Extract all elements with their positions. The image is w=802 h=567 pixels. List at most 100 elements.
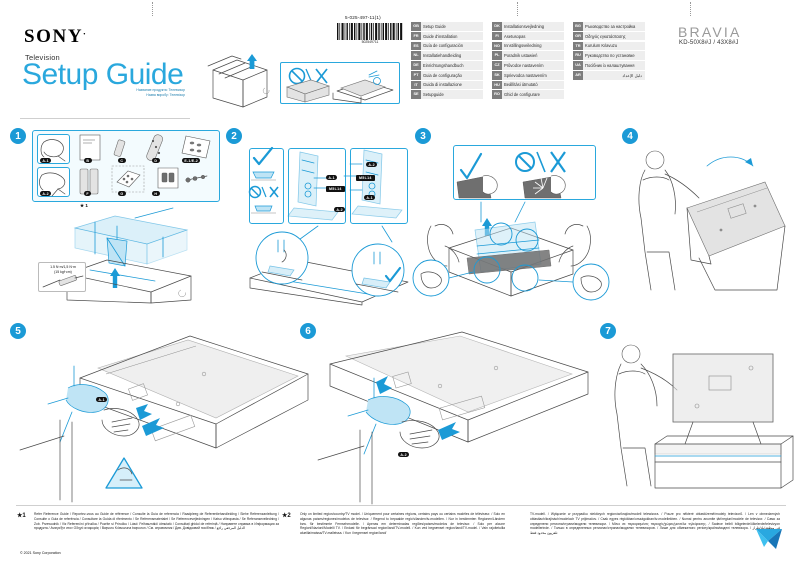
part-badge-a2: A-2: [40, 191, 52, 197]
sony-swoosh-logo: [754, 525, 784, 553]
language-name: Einrichtungshandbuch: [423, 62, 464, 68]
language-name: Setupguide: [423, 92, 444, 98]
language-code: DK: [492, 22, 502, 31]
unboxing-illustration: [205, 52, 275, 108]
language-name: Посібник із налаштування: [585, 62, 635, 68]
torque-line-1: 1.5 N·m/1,5 N·m: [50, 265, 76, 269]
language-name: Ghid de configurare: [504, 92, 540, 98]
footnote-2-marker: ★2: [282, 513, 291, 519]
language-name: Ръководство за настройка: [585, 23, 636, 29]
part-badge-c: C: [118, 158, 126, 164]
language-name: Guia de configuração: [423, 72, 462, 78]
step5-illustration: [19, 330, 310, 505]
language-code: RU: [573, 51, 583, 60]
language-name: Poradnik ustawień: [504, 53, 538, 59]
step2-screw-badge-left: M5L14: [326, 186, 345, 192]
footnote-1-marker: ★1: [17, 513, 26, 519]
language-name: Setup Guide: [423, 23, 446, 29]
language-name: Guide d'installation: [423, 33, 458, 39]
copyright-text: © 2021 Sony Corporation: [20, 551, 61, 555]
footer-divider: [16, 505, 786, 506]
step6-part-badge: A-2: [398, 452, 410, 458]
language-code: UA: [573, 61, 583, 70]
title-subtitle: Название продукта: Телевизор Назва вироб…: [75, 88, 185, 98]
step-badge-6: 6: [300, 323, 316, 339]
language-code: PT: [411, 70, 421, 80]
torque-spec-text: 1.5 N·m/1,5 N·m (15 kgf·cm): [39, 265, 87, 274]
part-badge-e: E-1/E-2: [182, 158, 201, 164]
step5-part-badge: A-1: [96, 397, 108, 403]
barcode-number: 502549711: [361, 40, 379, 44]
step1-accessory-illustrations: [32, 130, 220, 202]
language-code: GB: [411, 22, 421, 31]
step3-illustrations: [412, 130, 610, 308]
carton-handling-warning: [280, 62, 400, 104]
language-code: PL: [492, 51, 502, 60]
part-badge-d: D: [152, 158, 160, 164]
language-code: BG: [573, 22, 583, 31]
step-badge-2: 2: [226, 128, 242, 144]
language-code: ES: [411, 41, 421, 51]
step-badge-5: 5: [10, 323, 26, 339]
subtitle-ru: Название продукта: Телевизор: [136, 88, 185, 92]
step2-illustrations: [226, 130, 412, 306]
step1-carton-illustration: [55, 207, 200, 304]
language-code: GR: [573, 31, 583, 41]
step4-illustration: [625, 140, 790, 305]
language-name: دليل الإعداد: [622, 72, 642, 78]
language-code: SE: [411, 90, 421, 100]
language-code: TR: [573, 41, 583, 51]
language-row: AR دليل الإعداد: [573, 70, 645, 80]
footnote-1-text: Refer Reference Guide / Reportez-vous au…: [34, 512, 279, 531]
language-code: NO: [492, 41, 502, 51]
registration-mark-left: [152, 2, 153, 16]
language-code: FI: [492, 31, 502, 41]
footnote-2-text: Only on limited region/country/TV model.…: [300, 512, 505, 536]
torque-line-2: (15 kgf·cm): [54, 269, 72, 274]
language-code: SK: [492, 70, 502, 80]
part-badge-g: G: [118, 191, 126, 197]
language-name: Руководство по установке: [585, 53, 635, 59]
language-name: Beállítási útmutató: [504, 82, 538, 88]
model-number: KD-50X8#J / 43X8#J: [679, 40, 739, 46]
language-code: IT: [411, 80, 421, 90]
registration-mark-right: [690, 2, 691, 16]
language-name: Sprievodca nastavením: [504, 72, 547, 78]
language-name: Installationsvejledning: [504, 23, 545, 29]
step1-footnote-marker: ★ 1: [80, 203, 88, 208]
step2-part-badge-a1-right: A-1: [364, 195, 376, 201]
language-name: Οδηγός εγκατάστασης: [585, 33, 626, 39]
header-divider: [20, 118, 190, 119]
registration-mark-mid: [517, 2, 518, 16]
language-code: AR: [573, 70, 583, 80]
step-badge-7: 7: [600, 323, 616, 339]
part-badge-a1: A-1: [40, 158, 52, 164]
language-name: Installatiehandleiding: [423, 53, 462, 59]
language-name: Průvodce nastavením: [504, 62, 544, 68]
language-name: Asetusopas: [504, 33, 526, 39]
footnote-2-text-continued: TV-modell. / Wyłącznie w przypadku niekt…: [530, 512, 780, 536]
language-code: CZ: [492, 61, 502, 70]
language-code: HU: [492, 80, 502, 90]
language-code: DE: [411, 61, 421, 70]
language-code: FR: [411, 31, 421, 41]
bravia-wordmark: BRAVIA: [678, 24, 742, 40]
